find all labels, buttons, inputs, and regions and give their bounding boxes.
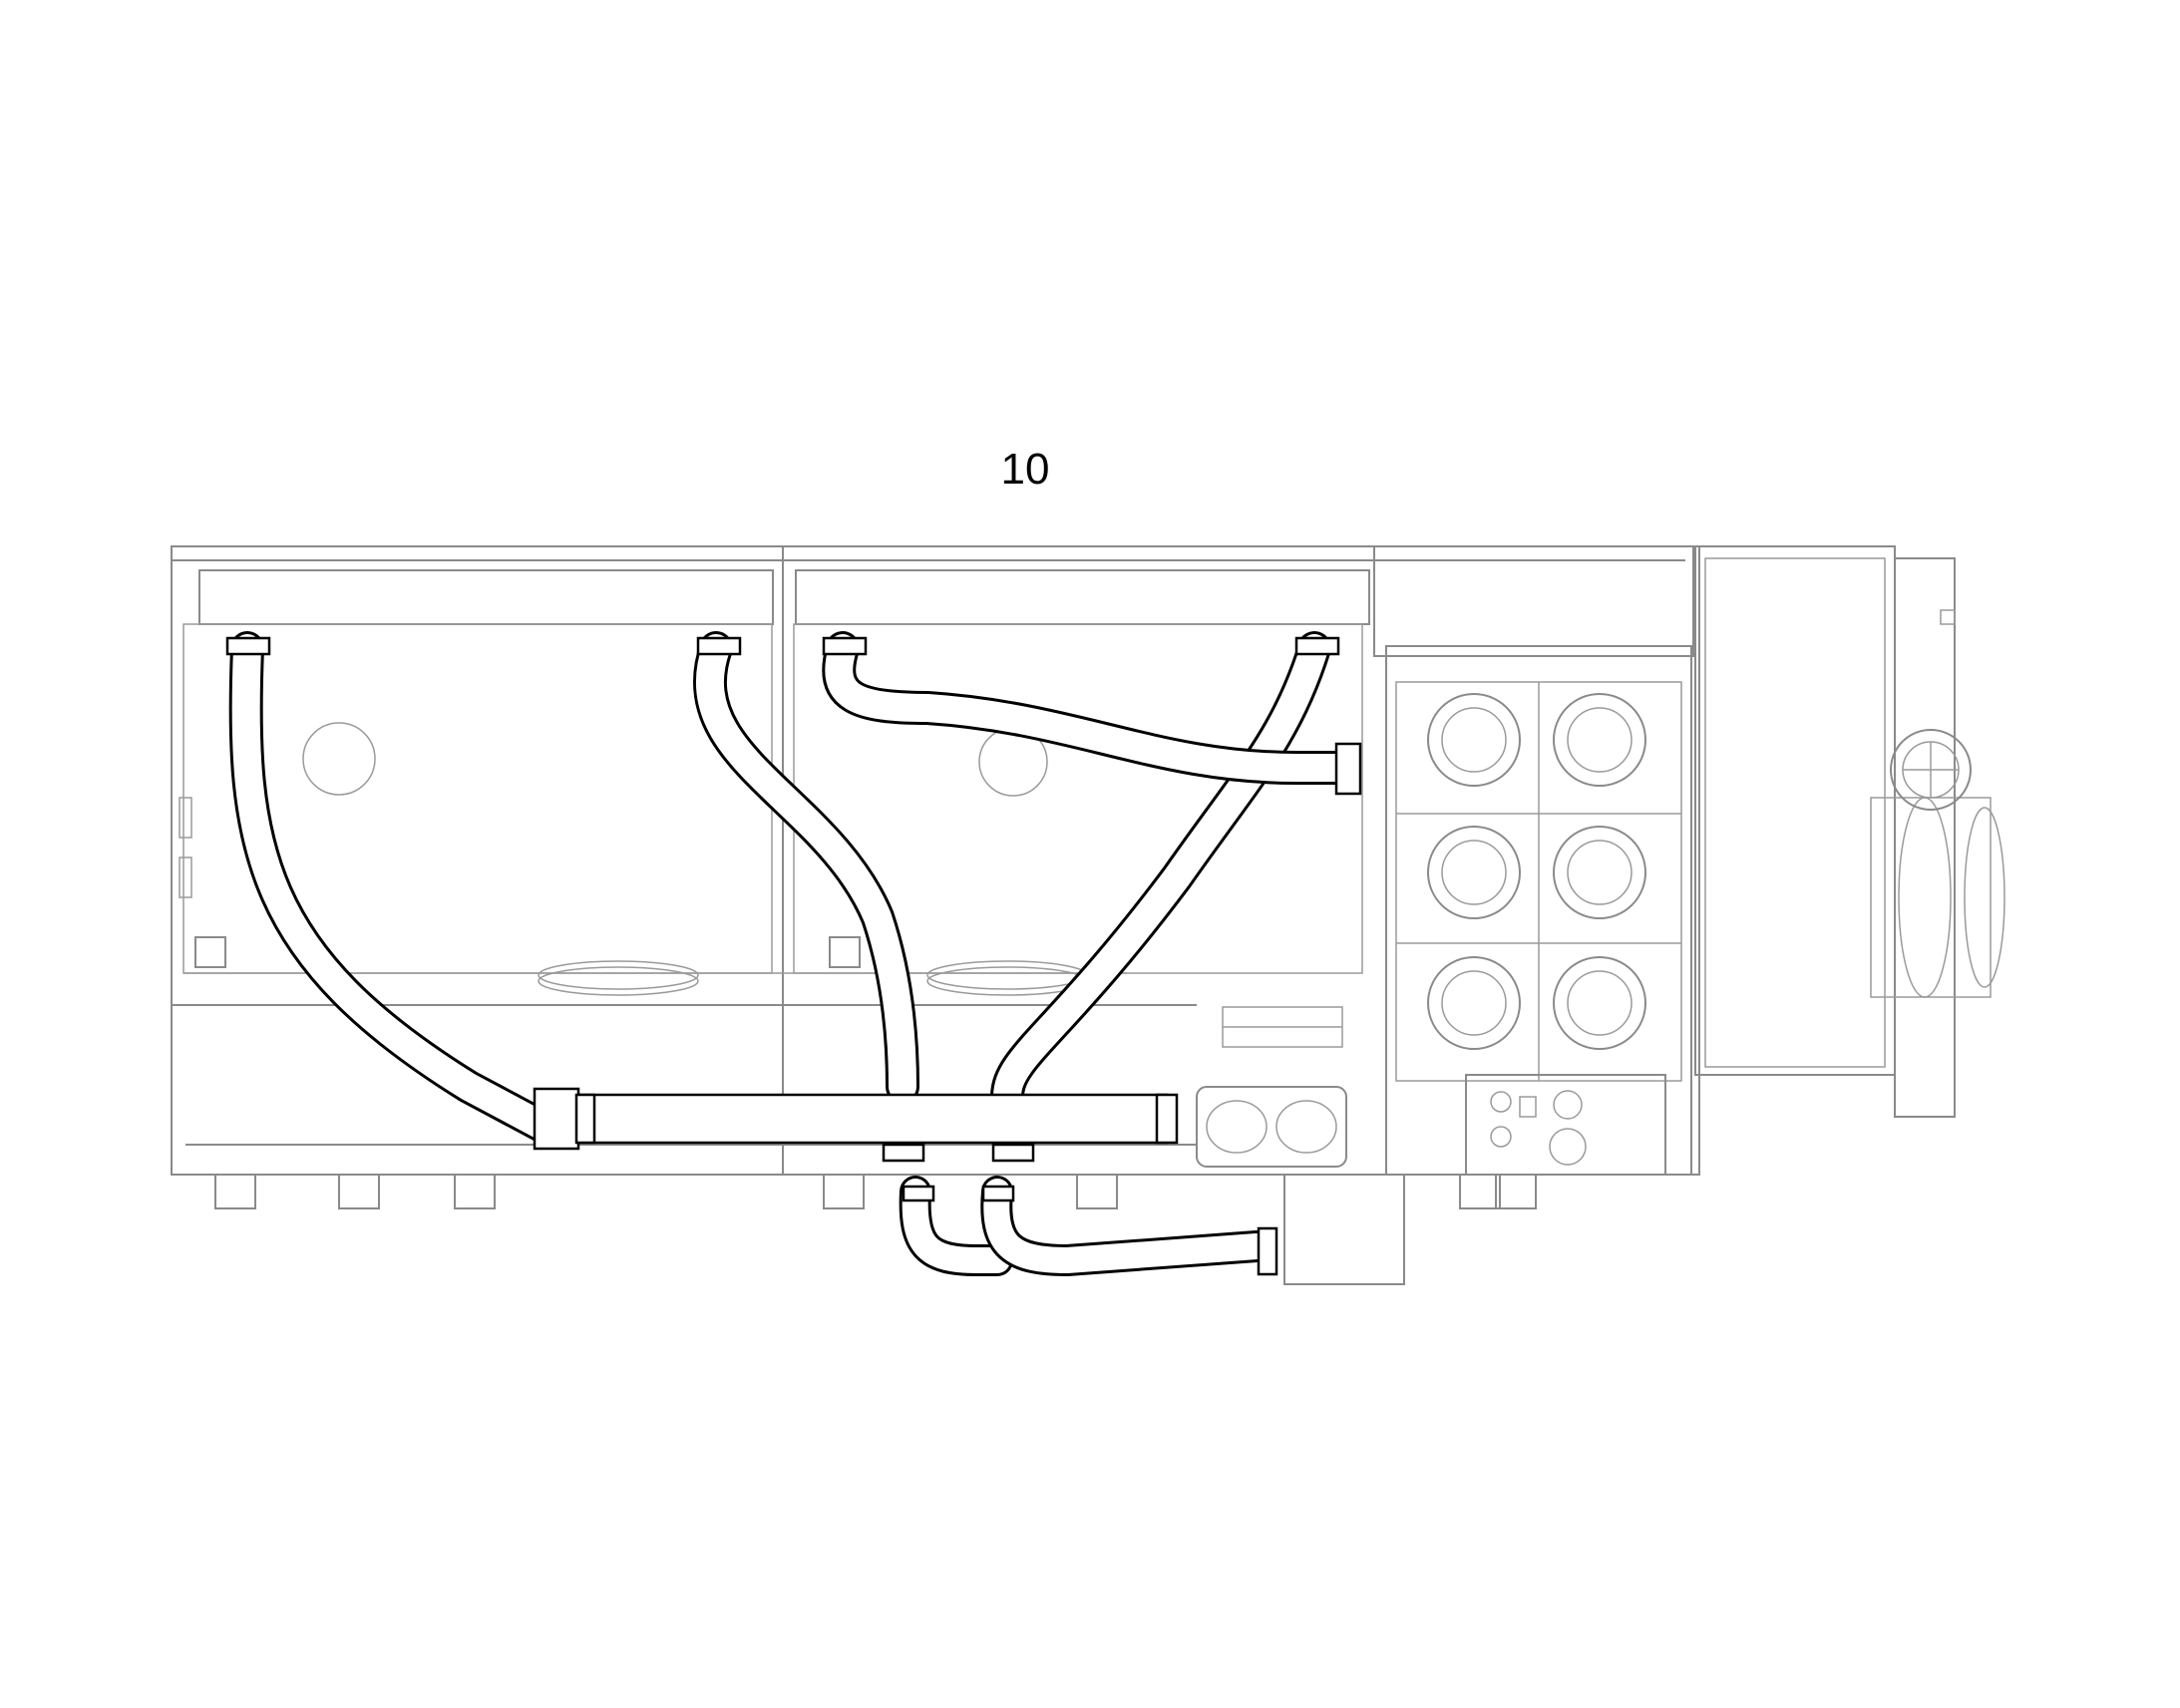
electrical-panel [1465,1074,1666,1176]
hose-a [228,631,560,1144]
fittings [225,636,1362,1276]
fitting-c-top [1294,636,1340,656]
opening-3 [1427,826,1521,919]
main-housing-frame [171,545,1700,1176]
left-oval-cover [538,960,699,990]
coupling-left [533,1087,580,1151]
coupling-d-end [1334,742,1362,796]
foot-5 [1076,1174,1118,1209]
opening-1 [1427,693,1521,787]
figure-number-label: 10 [1000,445,1050,494]
foot-6 [1459,1174,1501,1209]
left-top-beam [198,569,774,625]
hose-routing [228,631,1353,1276]
left-port-circle [302,722,376,796]
fitting-a-top [225,636,271,656]
foot-4 [823,1174,865,1209]
opening-6 [1553,956,1646,1050]
foot-3 [454,1174,496,1209]
opening-5 [1427,956,1521,1050]
fan-wheel [1890,729,1972,811]
foot-1 [214,1174,256,1209]
fitting-b-top [696,636,742,656]
lower-bracket [1283,1174,1405,1285]
right-oval-cover [926,960,1088,990]
fan-module [1694,545,2005,1118]
fitting-d-top [822,636,868,656]
control-box [1196,545,1694,1176]
opening-4 [1553,826,1646,919]
opening-2 [1553,693,1646,787]
right-top-beam [795,569,1370,625]
main-manifold-pipe [537,1093,1169,1145]
fan-housing [1694,545,1896,1076]
foot-2 [338,1174,380,1209]
foot-7 [1495,1174,1537,1209]
coupling-lower-end [1257,1226,1278,1276]
coupling-right [1155,1093,1179,1145]
